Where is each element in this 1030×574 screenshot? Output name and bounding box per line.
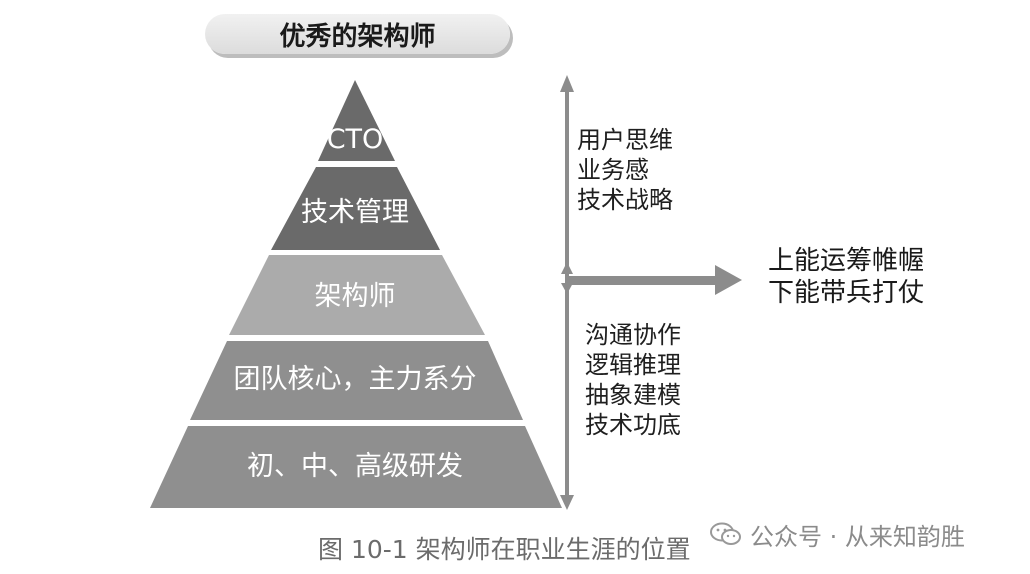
pyramid-tier-developers bbox=[150, 426, 562, 508]
page-title: 优秀的架构师 bbox=[205, 14, 510, 54]
pyramid-tier-team-core bbox=[190, 341, 523, 420]
figure-caption: 图 10-1 架构师在职业生涯的位置 bbox=[318, 535, 691, 564]
right-arrowhead bbox=[715, 265, 742, 295]
watermark-text: 公众号 · 从来知韵胜 bbox=[750, 522, 965, 551]
pyramid-tier-architect bbox=[229, 255, 485, 335]
axis-bottom-arrowhead bbox=[560, 495, 574, 510]
level-label-architect: 架构师 bbox=[314, 281, 396, 312]
lower-skills-list: 沟通协作 逻辑推理 抽象建模 技术功底 bbox=[585, 320, 681, 440]
watermark: 公众号 · 从来知韵胜 bbox=[710, 519, 965, 551]
wechat-icon bbox=[710, 522, 741, 545]
upper-skill-item: 业务感 bbox=[577, 156, 649, 184]
lower-skill-item: 逻辑推理 bbox=[585, 351, 681, 379]
level-label-cto: CTO bbox=[326, 124, 384, 155]
right-arrow-shaft bbox=[569, 276, 719, 285]
level-label-team-core: 团队核心，主力系分 bbox=[233, 364, 477, 395]
upper-skill-item: 技术战略 bbox=[577, 186, 673, 214]
pyramid-tier-cto bbox=[318, 80, 395, 161]
level-label-tech-management: 技术管理 bbox=[301, 197, 409, 228]
right-summary-line: 上能运筹帷幄 bbox=[768, 246, 925, 276]
right-summary-line: 下能带兵打仗 bbox=[768, 278, 925, 308]
axis-middle-up-arrowhead bbox=[561, 262, 573, 274]
upper-skills-list: 用户思维 业务感 技术战略 bbox=[577, 125, 673, 215]
axis-middle-down-arrowhead bbox=[561, 283, 573, 294]
lower-skill-item: 抽象建模 bbox=[585, 381, 681, 409]
upper-skill-item: 用户思维 bbox=[577, 126, 673, 154]
pyramid-tier-tech-management bbox=[271, 167, 440, 250]
lower-skill-item: 技术功底 bbox=[585, 411, 681, 439]
page-title-text: 优秀的架构师 bbox=[279, 21, 436, 52]
axis-top-arrowhead bbox=[560, 75, 574, 92]
lower-skill-item: 沟通协作 bbox=[585, 321, 681, 349]
level-label-developers: 初、中、高级研发 bbox=[247, 451, 463, 482]
right-summary-text: 上能运筹帷幄 下能带兵打仗 bbox=[768, 245, 924, 309]
